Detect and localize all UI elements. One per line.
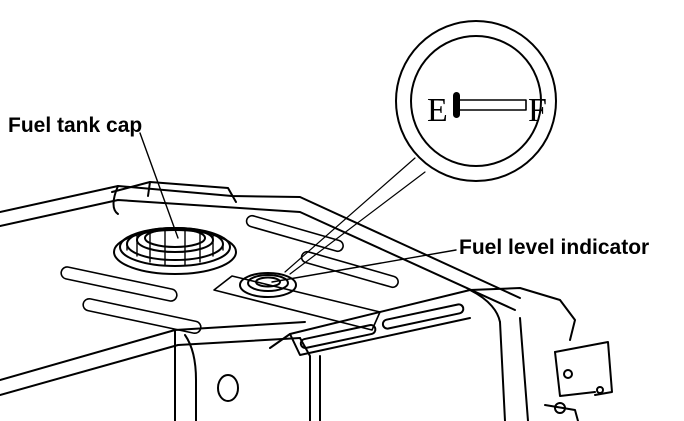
- fuel-level-indicator-drawing: [239, 272, 297, 298]
- surface-grooves: [60, 214, 399, 335]
- zoom-leader-line: [284, 157, 416, 273]
- fuel-tank-cap-leader: [139, 132, 179, 239]
- gauge-needle: [453, 92, 460, 118]
- fuel-level-indicator-label: Fuel level indicator: [459, 236, 650, 259]
- side-bracket: [544, 341, 613, 421]
- zoom-leader-line: [289, 171, 426, 275]
- gauge-full-letter: F: [528, 92, 547, 129]
- fuel-tank-cap-label: Fuel tank cap: [8, 114, 143, 137]
- gauge-empty-letter: E: [427, 92, 448, 129]
- gauge-track: [454, 99, 527, 111]
- magnified-gauge: E F: [284, 20, 557, 275]
- rear-raised-block: [111, 181, 237, 203]
- fuel-tank-cap-drawing: [113, 227, 237, 275]
- carry-handle: [174, 287, 576, 421]
- fuel-level-indicator-leader: [271, 249, 457, 283]
